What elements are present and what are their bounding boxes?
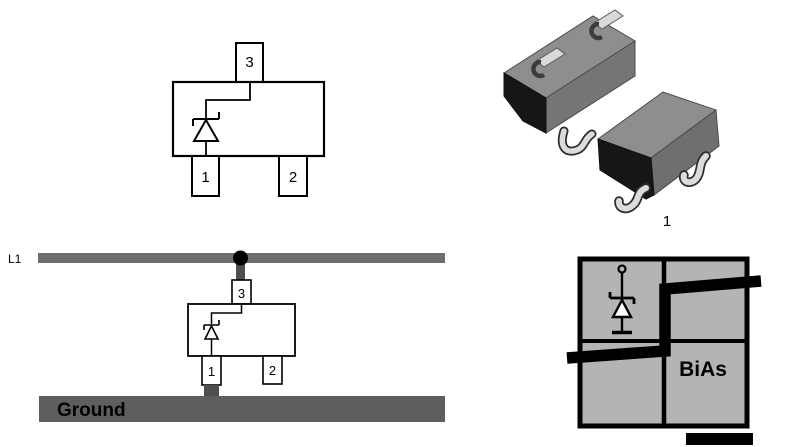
pin-2-box: [278, 155, 308, 197]
package-top-view: [503, 9, 636, 156]
pin-2-number: 2: [269, 363, 276, 378]
marking-code: BiAs: [679, 358, 727, 381]
pin-1-number: 1: [208, 364, 215, 379]
gullwing-lead-icon: [535, 47, 566, 68]
l1-net-label: L1: [8, 252, 22, 266]
gullwing-lead-icon: [559, 128, 595, 154]
package-bottom-view: 1: [596, 91, 720, 230]
ground-bar: [39, 396, 445, 422]
zener-cathode-bar: [192, 112, 220, 126]
package-3d-views: 1: [503, 9, 720, 230]
gullwing-lead-icon: [531, 59, 546, 79]
internal-wire: [210, 304, 243, 324]
gullwing-lead-icon: [615, 185, 649, 212]
package-pin-1-label: 1: [663, 213, 671, 230]
internal-wire: [205, 82, 251, 118]
gullwing-lead-icon: [680, 153, 709, 186]
package-end-face: [597, 138, 655, 200]
gullwing-lead-icon: [593, 9, 624, 30]
scale-bar: [686, 433, 753, 445]
gullwing-lead-icon: [589, 21, 604, 41]
zener-cathode-bar: [203, 320, 220, 330]
zener-diode-icon: [608, 264, 636, 335]
mounting-diagram: L1 Ground 3 1 2: [8, 250, 445, 422]
pin3-trace-stub: [236, 258, 245, 281]
pin-1-number: 1: [201, 169, 209, 186]
ground-label: Ground: [57, 400, 126, 421]
zener-diode-icon: [203, 320, 220, 356]
marking-diagram: BiAs: [566, 256, 762, 445]
pin-3-number: 3: [245, 54, 253, 71]
scribe-line-trace: [566, 275, 762, 364]
pinout-diagram: 3 1 2: [171, 42, 326, 197]
pin1-trace-stub: [204, 385, 219, 397]
package-body-outline: [187, 303, 296, 357]
package-end-face: [503, 72, 547, 134]
pin-3-number: 3: [238, 286, 245, 301]
pin-2-box: [262, 355, 283, 385]
junction-dot: [233, 250, 248, 266]
pin-2-number: 2: [289, 169, 297, 186]
zener-diode-icon: [192, 112, 220, 156]
